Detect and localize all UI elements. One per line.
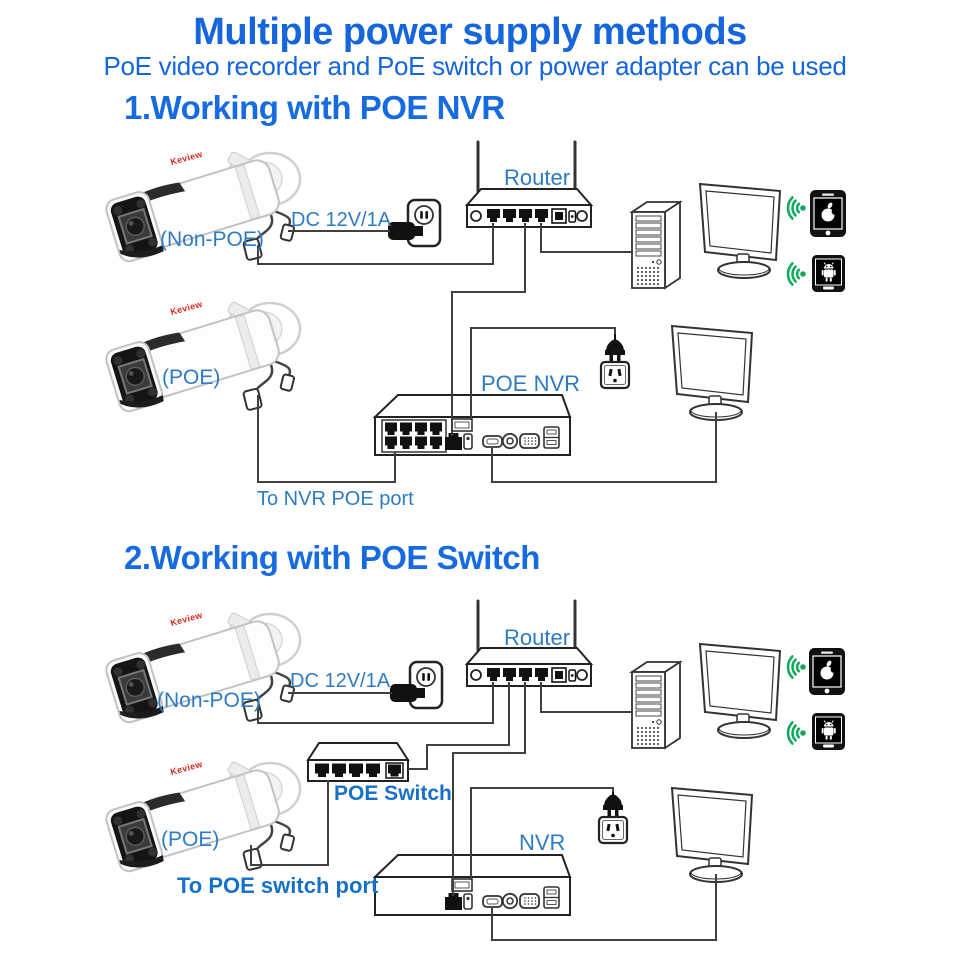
cable-router-to-pc-2 bbox=[540, 682, 633, 713]
cable-poecam-to-nvr bbox=[257, 395, 396, 483]
cables-section-1 bbox=[257, 223, 717, 483]
power-adapter-1 bbox=[386, 198, 442, 248]
dc-power-label-1: DC 12V/1A bbox=[291, 209, 392, 231]
android-phone-icon-1 bbox=[811, 254, 846, 293]
cable-router-to-pc-1 bbox=[540, 223, 633, 253]
wifi-icon-4 bbox=[786, 721, 808, 745]
page-subtitle: PoE video recorder and PoE switch or pow… bbox=[103, 51, 847, 81]
apple-phone-icon-1 bbox=[809, 189, 847, 238]
nvr-label: NVR bbox=[519, 830, 566, 855]
cable-switch-uplink-to-router bbox=[408, 682, 510, 770]
dc-power-label-2: DC 12V/1A bbox=[290, 670, 391, 692]
monitor-pc-1 bbox=[699, 183, 781, 279]
wire-note-2: To POE switch port bbox=[177, 873, 379, 898]
section-1-heading: 1.Working with POE NVR bbox=[124, 89, 505, 126]
poe-camera-2 bbox=[102, 759, 302, 876]
apple-phone-icon-2 bbox=[808, 647, 846, 696]
wall-plug-outlet-2 bbox=[597, 785, 629, 845]
cable-nvr2-power bbox=[470, 787, 614, 880]
poe-nvr-label: POE NVR bbox=[481, 371, 581, 396]
poe-switch-label: POE Switch bbox=[334, 782, 452, 805]
router-label-1: Router bbox=[504, 165, 571, 190]
poe-nvr bbox=[375, 395, 570, 455]
camera-label-non-poe-1: (Non-POE) bbox=[160, 228, 264, 251]
cable-camera3-to-router bbox=[257, 682, 494, 724]
camera-label-non-poe-2: (Non-POE) bbox=[157, 689, 261, 712]
pc-tower-2 bbox=[631, 661, 681, 749]
poe-switch bbox=[307, 742, 409, 782]
cable-nvr2-to-monitor bbox=[491, 874, 717, 941]
cable-camera1-to-router bbox=[257, 223, 494, 265]
section-2-heading: 2.Working with POE Switch bbox=[124, 539, 540, 576]
cable-router-to-nvr-2 bbox=[452, 682, 526, 896]
wifi-icon-3 bbox=[786, 655, 808, 679]
power-adapter-2 bbox=[388, 660, 444, 710]
pc-tower-1 bbox=[631, 201, 681, 289]
cable-nvr-to-monitor bbox=[491, 412, 717, 483]
poe-camera-1 bbox=[102, 299, 302, 416]
android-phone-icon-2 bbox=[811, 712, 846, 751]
wall-plug-outlet-1 bbox=[599, 330, 631, 390]
cables-section-2 bbox=[250, 682, 717, 941]
nvr bbox=[375, 855, 570, 915]
wifi-icon-2 bbox=[786, 262, 808, 286]
monitor-pc-2 bbox=[699, 643, 781, 739]
camera-label-poe-2: (POE) bbox=[161, 828, 220, 851]
camera-label-poe-1: (POE) bbox=[162, 366, 221, 389]
page-title: Multiple power supply methods bbox=[193, 11, 747, 53]
monitor-nvr-2 bbox=[671, 787, 753, 883]
cable-poecam-to-switch bbox=[250, 780, 329, 866]
wifi-icon-1 bbox=[786, 196, 808, 220]
wire-note-1: To NVR POE port bbox=[257, 488, 414, 510]
monitor-nvr-1 bbox=[671, 325, 753, 421]
cable-router-to-nvr bbox=[451, 223, 526, 436]
cable-nvr-power bbox=[470, 327, 616, 420]
router-label-2: Router bbox=[504, 625, 571, 650]
